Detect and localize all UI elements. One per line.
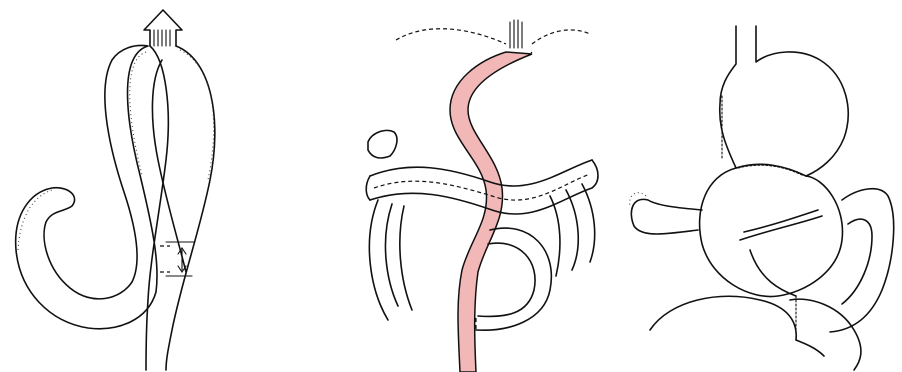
looped-jejunum xyxy=(700,164,843,296)
roux-limb-illustration xyxy=(0,0,300,372)
jejunal-loop xyxy=(16,46,215,370)
anastomosis-illustration xyxy=(610,0,902,372)
measurement-marker xyxy=(160,242,194,276)
roux-en-y-limb-panel xyxy=(0,0,300,372)
gastrojejunal-anastomosis-panel xyxy=(610,0,902,372)
lower-loops xyxy=(650,296,861,370)
stomach-pouch xyxy=(720,26,848,176)
antecolic-reconstruction-panel xyxy=(300,0,610,372)
antecolic-illustration xyxy=(300,0,610,372)
afferent-limb-left xyxy=(630,193,702,234)
up-arrow-icon xyxy=(144,10,182,46)
dashed-stomach-outline xyxy=(396,20,590,58)
